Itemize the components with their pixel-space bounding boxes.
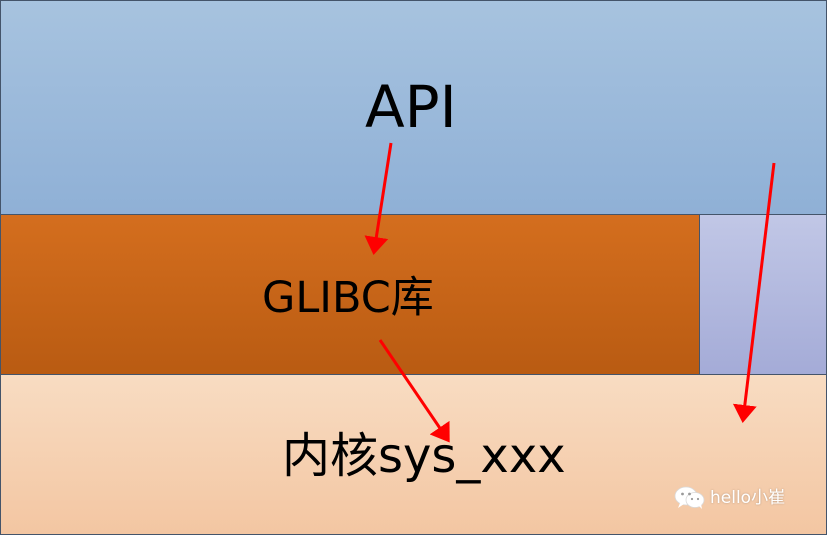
wechat-icon <box>674 486 705 509</box>
glibc-label: GLIBC库 <box>262 273 434 323</box>
api-label: API <box>365 73 457 141</box>
side-layer <box>699 214 827 376</box>
watermark-text: hello小崔 <box>710 488 786 508</box>
watermark: hello小崔 <box>674 485 785 511</box>
glibc-layer <box>0 214 701 376</box>
api-layer <box>0 0 827 216</box>
kernel-label: 内核sys_xxx <box>282 428 566 484</box>
